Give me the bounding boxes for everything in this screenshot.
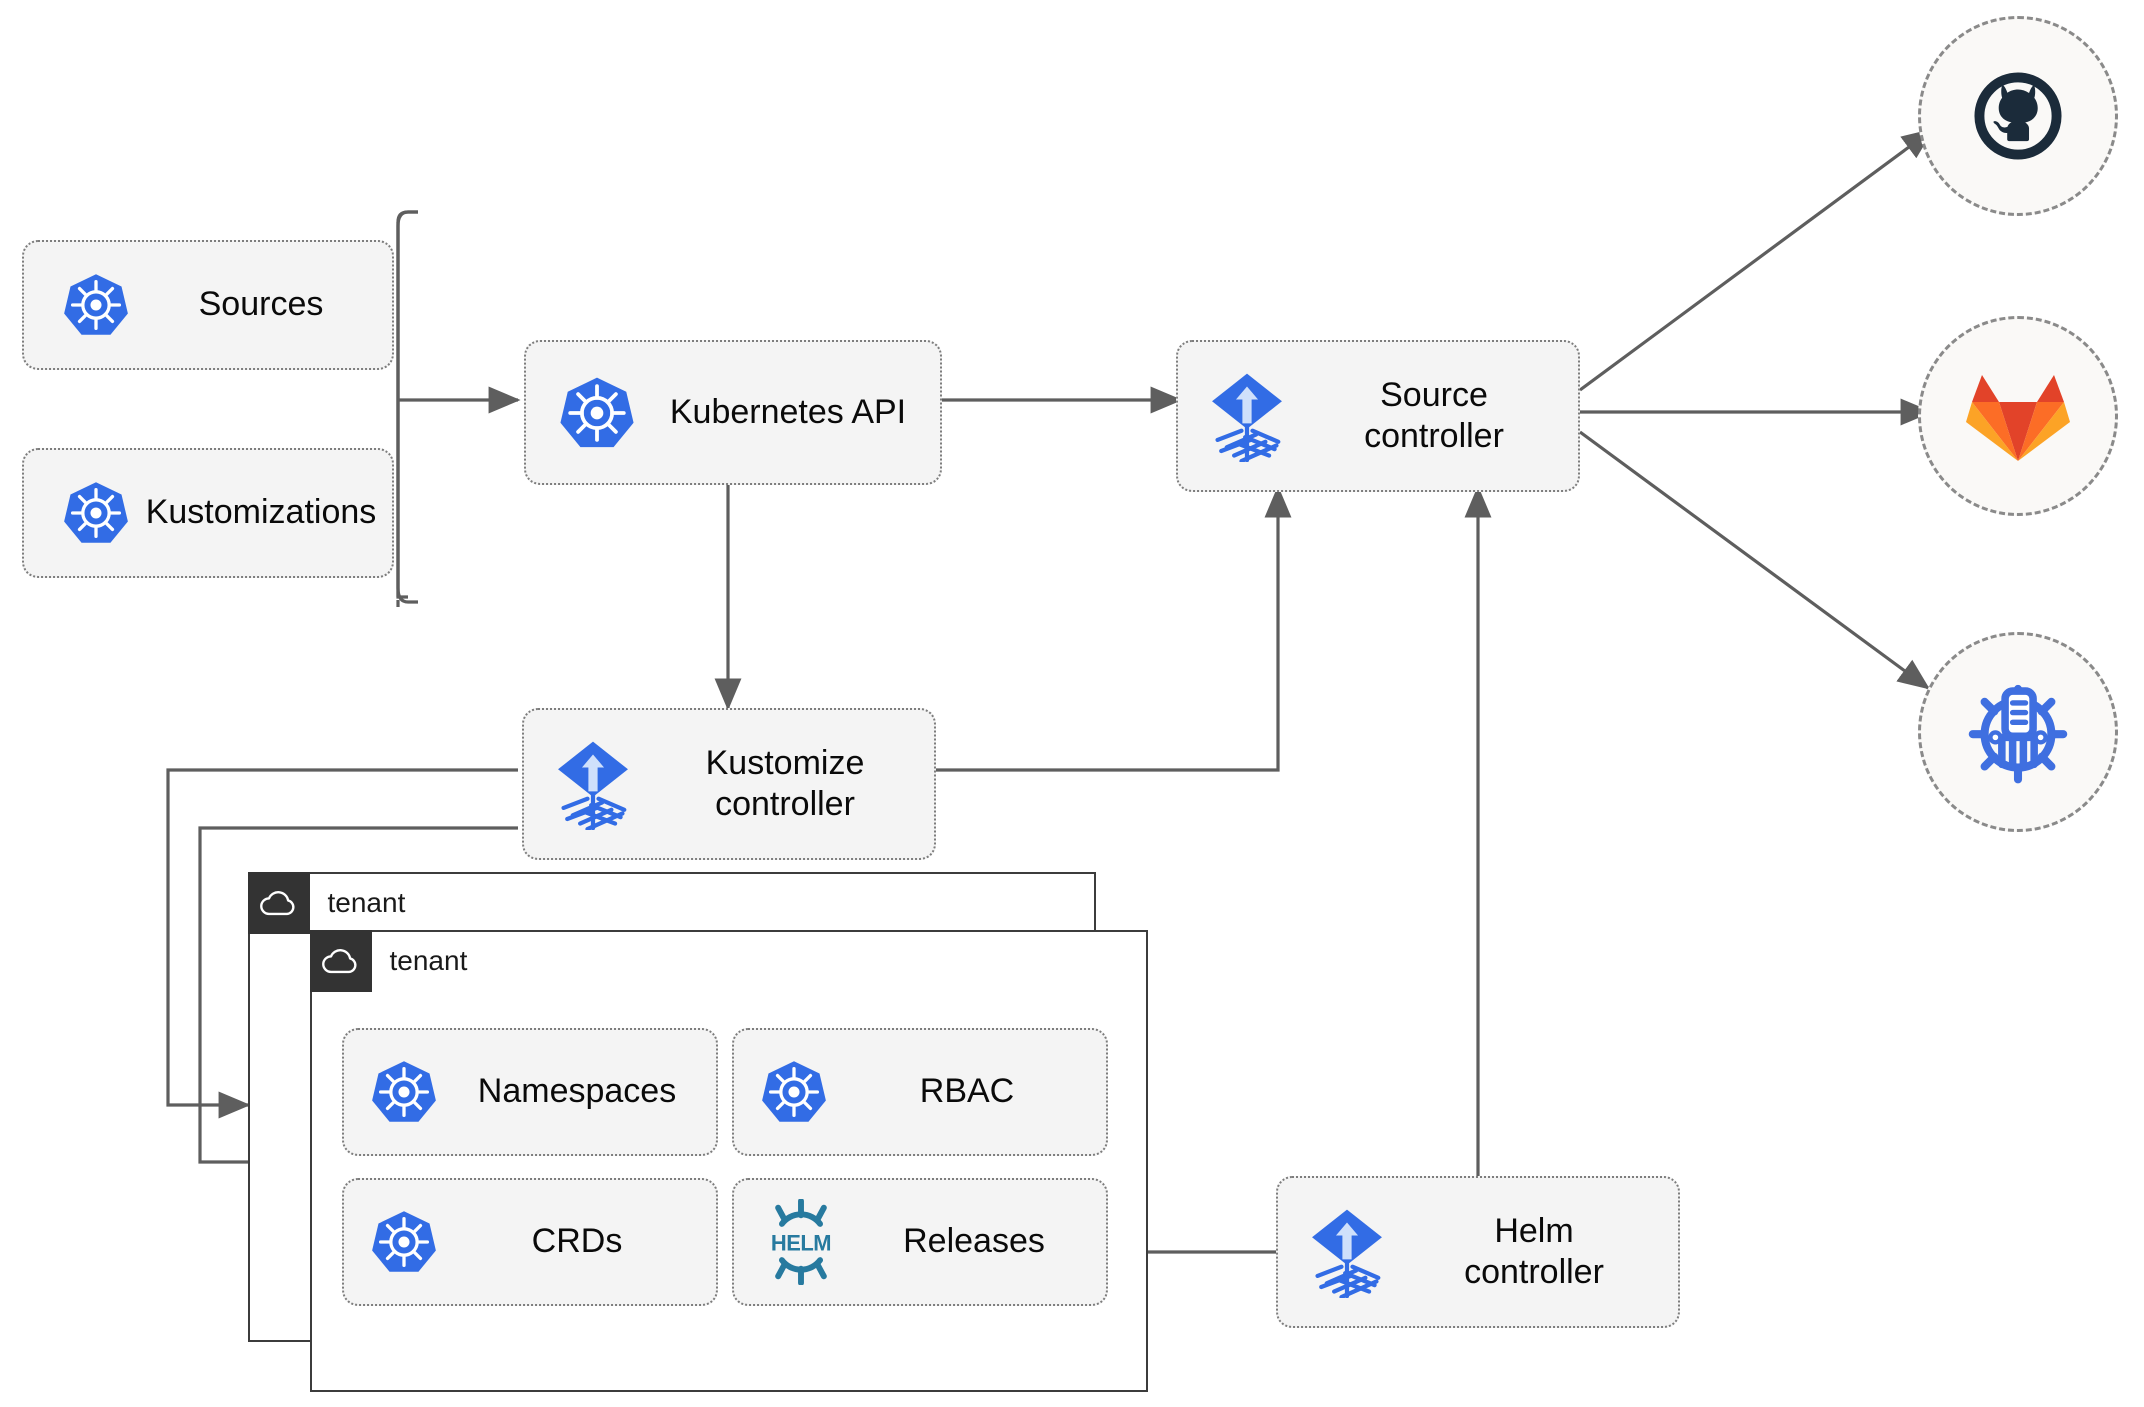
node-kustomize-controller-label: Kustomize controller: [705, 743, 865, 823]
node-kubernetes-api[interactable]: Kubernetes API: [524, 340, 942, 485]
provider-helm-repository[interactable]: [1918, 632, 2118, 832]
node-sources[interactable]: Sources: [22, 240, 394, 370]
node-source-controller-label: Source controller: [1364, 375, 1504, 455]
node-namespaces[interactable]: Namespaces: [342, 1028, 718, 1156]
node-kubernetes-api-label: Kubernetes API: [669, 392, 907, 431]
node-crds-label: CRDs: [531, 1222, 623, 1261]
edge-bracket-top: [396, 210, 418, 599]
helm-icon: HELM: [760, 1199, 842, 1285]
tenant-front-titlebar: tenant: [309, 929, 468, 992]
provider-github[interactable]: [1918, 16, 2118, 216]
helm-repository-icon: [1968, 684, 2068, 784]
node-releases-label: Releases: [903, 1222, 1045, 1261]
github-icon: [1974, 72, 2062, 160]
flux-icon: [1204, 370, 1290, 462]
kubernetes-icon: [62, 271, 130, 339]
node-crds[interactable]: CRDs: [342, 1178, 718, 1306]
tenant-front-container[interactable]: tenant: [309, 929, 1148, 1392]
node-kustomizations-label: Kustomizations: [145, 493, 377, 532]
flux-icon: [1304, 1206, 1390, 1298]
provider-gitlab[interactable]: [1918, 316, 2118, 516]
edge-source-to-github: [1579, 128, 1935, 392]
node-helm-controller[interactable]: Helm controller: [1276, 1176, 1680, 1328]
edge-bracket-arm-upper: [396, 210, 418, 383]
tenant-back-titlebar: tenant: [247, 871, 406, 934]
kubernetes-icon: [558, 374, 636, 452]
edge-source-to-helm-repository: [1579, 430, 1931, 690]
tenant-back-label: tenant: [327, 886, 406, 918]
svg-text:HELM: HELM: [771, 1231, 831, 1256]
kubernetes-icon: [370, 1208, 438, 1276]
node-helm-controller-label: Helm controller: [1464, 1211, 1604, 1291]
edge-bracket-arm-lower: [396, 415, 418, 604]
flux-icon: [550, 738, 636, 830]
tenant-front-label: tenant: [389, 944, 468, 976]
node-rbac-label: RBAC: [919, 1072, 1015, 1111]
node-releases[interactable]: HELM Releases: [732, 1178, 1108, 1306]
node-kustomize-controller[interactable]: Kustomize controller: [522, 708, 936, 860]
gitlab-icon: [1966, 375, 2070, 461]
kubernetes-icon: [62, 479, 130, 547]
edge-bracket-bottom-start: [398, 598, 408, 617]
edge-kustomize-to-source-controller: [936, 485, 1292, 772]
node-namespaces-label: Namespaces: [477, 1072, 677, 1111]
node-kustomizations[interactable]: Kustomizations: [22, 448, 394, 578]
kubernetes-icon: [760, 1058, 828, 1126]
node-sources-label: Sources: [198, 285, 324, 324]
node-rbac[interactable]: RBAC: [732, 1028, 1108, 1156]
cloud-icon: [309, 929, 372, 992]
cloud-icon: [247, 871, 310, 934]
edge-bracket-mid: [398, 592, 418, 610]
node-source-controller[interactable]: Source controller: [1176, 340, 1580, 492]
kubernetes-icon: [370, 1058, 438, 1126]
